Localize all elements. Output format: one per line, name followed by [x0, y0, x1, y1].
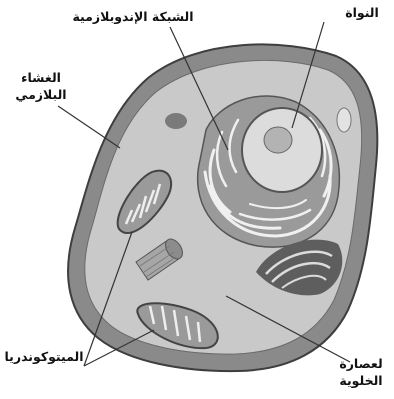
label-cytoplasm-line2: الخلوية	[330, 372, 392, 389]
vesicle	[165, 113, 187, 129]
label-mitochondria: الميتوكوندريا	[2, 348, 86, 365]
label-plasma-membrane: الغشاء البلازمي	[8, 69, 74, 103]
label-plasma-membrane-line1: الغشاء	[8, 69, 74, 86]
label-cytoplasm: لعصارة الخلوية	[330, 355, 392, 389]
label-endoplasmic-reticulum: الشبكة الإندوبلازمية	[58, 8, 208, 25]
label-plasma-membrane-line2: البلازمي	[8, 86, 74, 103]
vesicle	[337, 108, 351, 132]
nucleolus	[264, 127, 292, 153]
label-nucleus: النواة	[332, 4, 392, 21]
label-cytoplasm-line1: لعصارة	[330, 355, 392, 372]
